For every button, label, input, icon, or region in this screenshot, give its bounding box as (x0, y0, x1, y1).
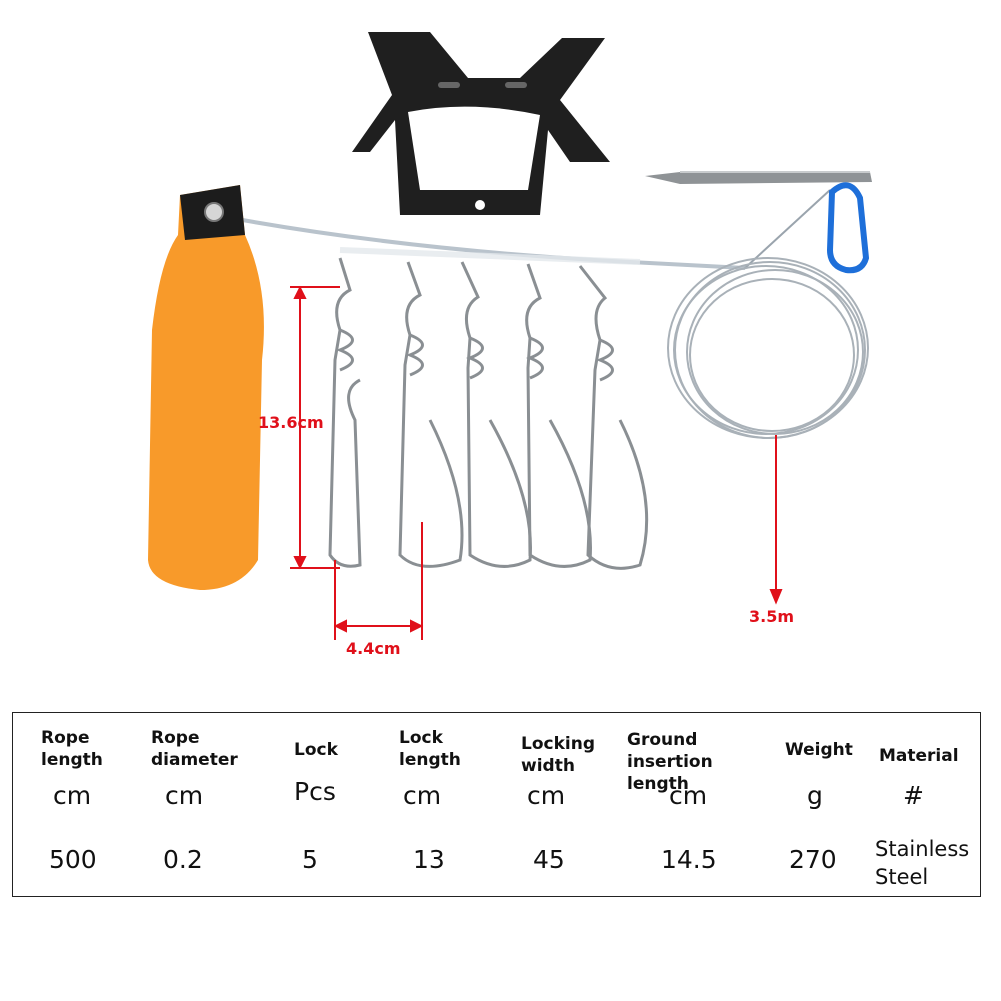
spec-value: 0.2 (163, 845, 203, 874)
spec-unit: cm (53, 781, 92, 810)
spec-unit: cm (403, 781, 442, 810)
spec-header: Lock (294, 740, 338, 760)
rope-length-label: 3.5m (749, 607, 794, 626)
spec-header: Lock length (399, 728, 461, 770)
fish-lock (328, 257, 362, 568)
spec-unit: g (807, 781, 823, 810)
spec-value: Stainless Steel (875, 837, 970, 889)
rope-coil (667, 257, 869, 439)
dimension-lines (290, 285, 783, 640)
spec-header: Material (879, 746, 959, 766)
spec-value: 500 (49, 845, 97, 874)
ground-stake (645, 171, 872, 184)
carabiner (826, 182, 870, 274)
spec-header: Rope diameter (151, 728, 238, 770)
fish-lock (460, 261, 532, 568)
spec-table: Rope length cm 500 Rope diameter cm 0.2 … (12, 712, 981, 897)
fish-lock (578, 265, 649, 570)
spec-unit: cm (165, 781, 204, 810)
lock-height-label: 13.6cm (258, 413, 324, 432)
rope-winder (352, 32, 610, 215)
spec-unit: cm (669, 781, 708, 810)
spec-value: 13 (413, 845, 445, 874)
fish-lock (525, 263, 592, 568)
fish-locks (328, 257, 649, 570)
product-illustration: 13.6cm 4.4cm 3.5m (148, 32, 872, 658)
spec-unit: cm (527, 781, 566, 810)
spec-value: 14.5 (661, 845, 717, 874)
spec-value: 5 (302, 845, 318, 874)
lock-width-label: 4.4cm (346, 639, 401, 658)
spec-value: 270 (789, 845, 837, 874)
spec-unit: Pcs (294, 777, 336, 806)
spec-header: Ground insertion length (627, 730, 713, 794)
spec-unit: # (903, 781, 924, 810)
spec-header: Rope length (41, 728, 103, 770)
fish-lock (398, 261, 464, 568)
spec-header: Locking width (521, 734, 595, 776)
stringer-rope (214, 189, 831, 270)
spec-value: 45 (533, 845, 565, 874)
spec-header: Weight (785, 740, 853, 760)
float-bag (148, 185, 264, 590)
